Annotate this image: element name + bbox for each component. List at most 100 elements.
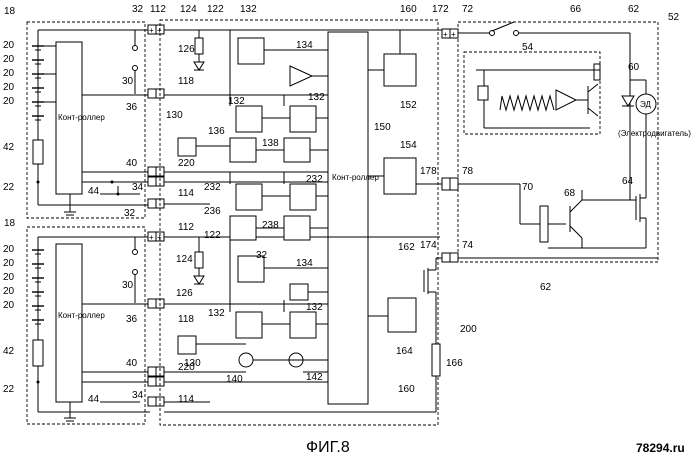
ref-34b: 34 — [132, 390, 144, 401]
watermark: 78294.ru — [636, 441, 685, 455]
ref-112a: 112 — [150, 4, 166, 15]
ref-122b: 122 — [204, 230, 221, 241]
relay-232-b — [289, 183, 317, 211]
ref-20b: 20 — [3, 54, 15, 65]
ref-64: 64 — [622, 176, 634, 187]
ref-232b: 232 — [306, 174, 323, 185]
relay-132-b — [235, 105, 263, 133]
ref-40b: 40 — [126, 358, 138, 369]
relay-132-c — [289, 105, 317, 133]
ref-114a: 114 — [178, 188, 194, 199]
diode-126b — [193, 275, 205, 285]
cell-stack-1 — [32, 45, 44, 121]
ref-62a: 62 — [628, 4, 640, 15]
ref-124a: 124 — [180, 4, 197, 15]
resistor-122 — [194, 37, 204, 55]
pullup-resistor — [593, 63, 601, 81]
ref-66: 66 — [570, 4, 582, 15]
ref-20f: 20 — [3, 244, 15, 255]
relay-238 — [283, 215, 311, 241]
block-164 — [387, 297, 417, 333]
ref-134a: 134 — [296, 40, 313, 51]
block-134-lower — [289, 283, 309, 301]
svg-text:+: + — [443, 30, 448, 39]
ref-236: 236 — [204, 206, 221, 217]
amplifier-134 — [289, 65, 314, 87]
ref-118b: 118 — [178, 314, 194, 325]
ref-134b: 134 — [296, 258, 313, 269]
svg-text:+: + — [157, 233, 162, 242]
ref-78: 78 — [462, 166, 474, 177]
ref-20h: 20 — [3, 272, 15, 283]
ref-118a: 118 — [178, 76, 194, 87]
ref-20j: 20 — [3, 300, 15, 311]
ref-40a: 40 — [126, 158, 138, 169]
shunt-resistor-42 — [32, 139, 44, 165]
ref-32c: 32 — [256, 250, 268, 261]
ref-160a: 160 — [400, 4, 417, 15]
comparator — [555, 89, 578, 111]
svg-text:+: + — [149, 233, 154, 242]
ref-124b: 124 — [176, 254, 193, 265]
ref-22a: 22 — [3, 182, 15, 193]
ref-172: 172 — [432, 4, 449, 15]
ref-220a: 220 — [178, 158, 195, 169]
ref-30b: 30 — [122, 280, 134, 291]
ref-20i: 20 — [3, 286, 15, 297]
block-154 — [383, 157, 417, 195]
relay-32-lower — [237, 255, 265, 283]
pack-2-outline — [26, 226, 146, 425]
relay-236 — [229, 215, 257, 241]
pack-controller-2 — [55, 243, 83, 403]
relay-132-a — [237, 37, 265, 65]
ref-42b: 42 — [3, 346, 15, 357]
ref-132e: 132 — [306, 302, 323, 313]
ref-126a: 126 — [178, 44, 195, 55]
ref-112b: 112 — [178, 222, 194, 233]
ref-130b: 130 — [184, 358, 201, 369]
management-unit: Конт-роллер — [159, 19, 442, 426]
pack-controller-1-label: Конт-роллер — [58, 113, 105, 122]
ref-122a: 122 — [207, 4, 224, 15]
ref-20g: 20 — [3, 258, 15, 269]
ref-132a: 132 — [240, 4, 257, 15]
ref-30a: 30 — [122, 76, 134, 87]
ref-54: 54 — [522, 42, 534, 53]
block-130-lower — [177, 335, 197, 355]
ref-142: 142 — [306, 372, 323, 383]
figure-caption: ФИГ.8 — [306, 439, 350, 456]
ref-52: 52 — [668, 12, 680, 23]
ref-72: 72 — [462, 4, 474, 15]
ref-132b: 132 — [228, 96, 245, 107]
ref-126b: 126 — [176, 288, 193, 299]
ref-220b: 220 — [178, 362, 195, 373]
main-controller — [327, 31, 369, 405]
ref-44a: 44 — [88, 186, 100, 197]
ref-114b: 114 — [178, 394, 194, 405]
reference-labels: 18 20 20 20 20 20 42 22 44 34 32 112 124… — [3, 4, 691, 405]
load-unit: ЭД — [457, 21, 659, 263]
diode-126 — [193, 61, 205, 71]
pack-controller-1 — [55, 41, 83, 195]
ref-152: 152 — [400, 100, 417, 111]
ref-166: 166 — [446, 358, 463, 369]
ref-20c: 20 — [3, 68, 15, 79]
relay-132-d — [235, 311, 263, 339]
svg-text:+: + — [451, 30, 456, 39]
block-130 — [177, 137, 197, 157]
ref-232a: 232 — [204, 182, 221, 193]
cell-stack-2 — [32, 249, 44, 325]
flyback-diode — [621, 95, 635, 107]
motor-caption: (Электродвигатель) — [618, 129, 691, 138]
shunt-resistor-42b — [32, 339, 44, 367]
ref-62b: 62 — [540, 282, 552, 293]
ref-68: 68 — [564, 188, 576, 199]
unit-200-outline — [159, 19, 439, 426]
ref-70: 70 — [522, 182, 534, 193]
ref-36b: 36 — [126, 314, 138, 325]
ref-138: 138 — [262, 138, 279, 149]
ref-200: 200 — [460, 324, 477, 335]
ref-132d: 132 — [208, 308, 225, 319]
ref-132c: 132 — [308, 92, 325, 103]
